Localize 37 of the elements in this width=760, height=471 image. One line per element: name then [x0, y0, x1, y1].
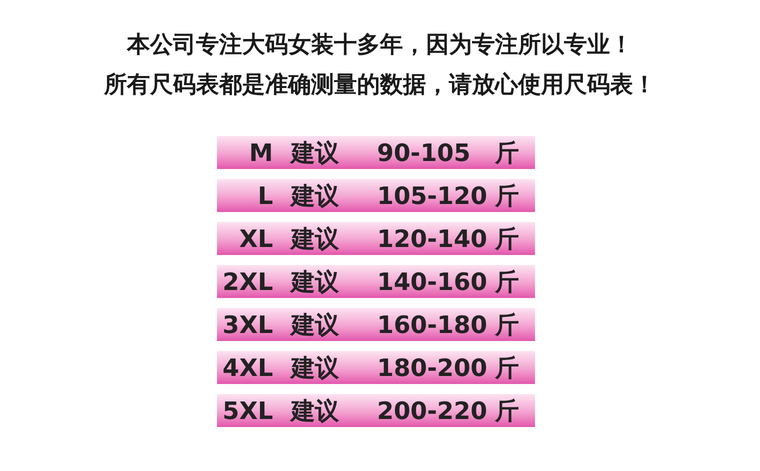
- weight-range: 120-140: [377, 224, 487, 254]
- size-label: M: [248, 138, 273, 168]
- size-bar: [217, 179, 535, 212]
- size-label: XL: [238, 224, 273, 254]
- suggestion-label: 建议: [291, 224, 340, 254]
- unit-label: 斤: [495, 138, 520, 168]
- subheading: 所有尺码表都是准确测量的数据，请放心使用尺码表！: [102, 71, 657, 100]
- unit-label: 斤: [495, 180, 520, 210]
- weight-range: 90-105: [377, 138, 472, 168]
- size-label: 3XL: [222, 310, 273, 340]
- size-label: 5XL: [222, 396, 273, 426]
- weight-range: 140-160: [377, 266, 487, 296]
- size-bar: [217, 222, 535, 255]
- size-bar: [217, 265, 535, 298]
- weight-range: 200-220: [377, 396, 487, 426]
- weight-range: 180-200: [377, 352, 487, 382]
- suggestion-label: 建议: [291, 138, 340, 168]
- size-bar: [217, 136, 535, 169]
- size-bar: [217, 394, 535, 427]
- weight-range: 160-180: [377, 310, 487, 340]
- size-bar: [217, 308, 535, 341]
- suggestion-label: 建议: [291, 310, 340, 340]
- unit-label: 斤: [495, 396, 520, 426]
- suggestion-label: 建议: [291, 266, 340, 296]
- size-label: 2XL: [222, 266, 273, 296]
- suggestion-label: 建议: [291, 352, 340, 382]
- unit-label: 斤: [495, 224, 520, 254]
- size-label: 4XL: [222, 352, 273, 382]
- unit-label: 斤: [495, 310, 520, 340]
- unit-label: 斤: [495, 266, 520, 296]
- size-bar: [217, 351, 535, 384]
- heading: 本公司专注大码女装十多年，因为专注所以专业！: [126, 31, 634, 60]
- suggestion-label: 建议: [291, 396, 340, 426]
- size-label: L: [256, 180, 273, 210]
- unit-label: 斤: [495, 352, 520, 382]
- suggestion-label: 建议: [291, 180, 340, 210]
- weight-range: 105-120: [377, 180, 487, 210]
